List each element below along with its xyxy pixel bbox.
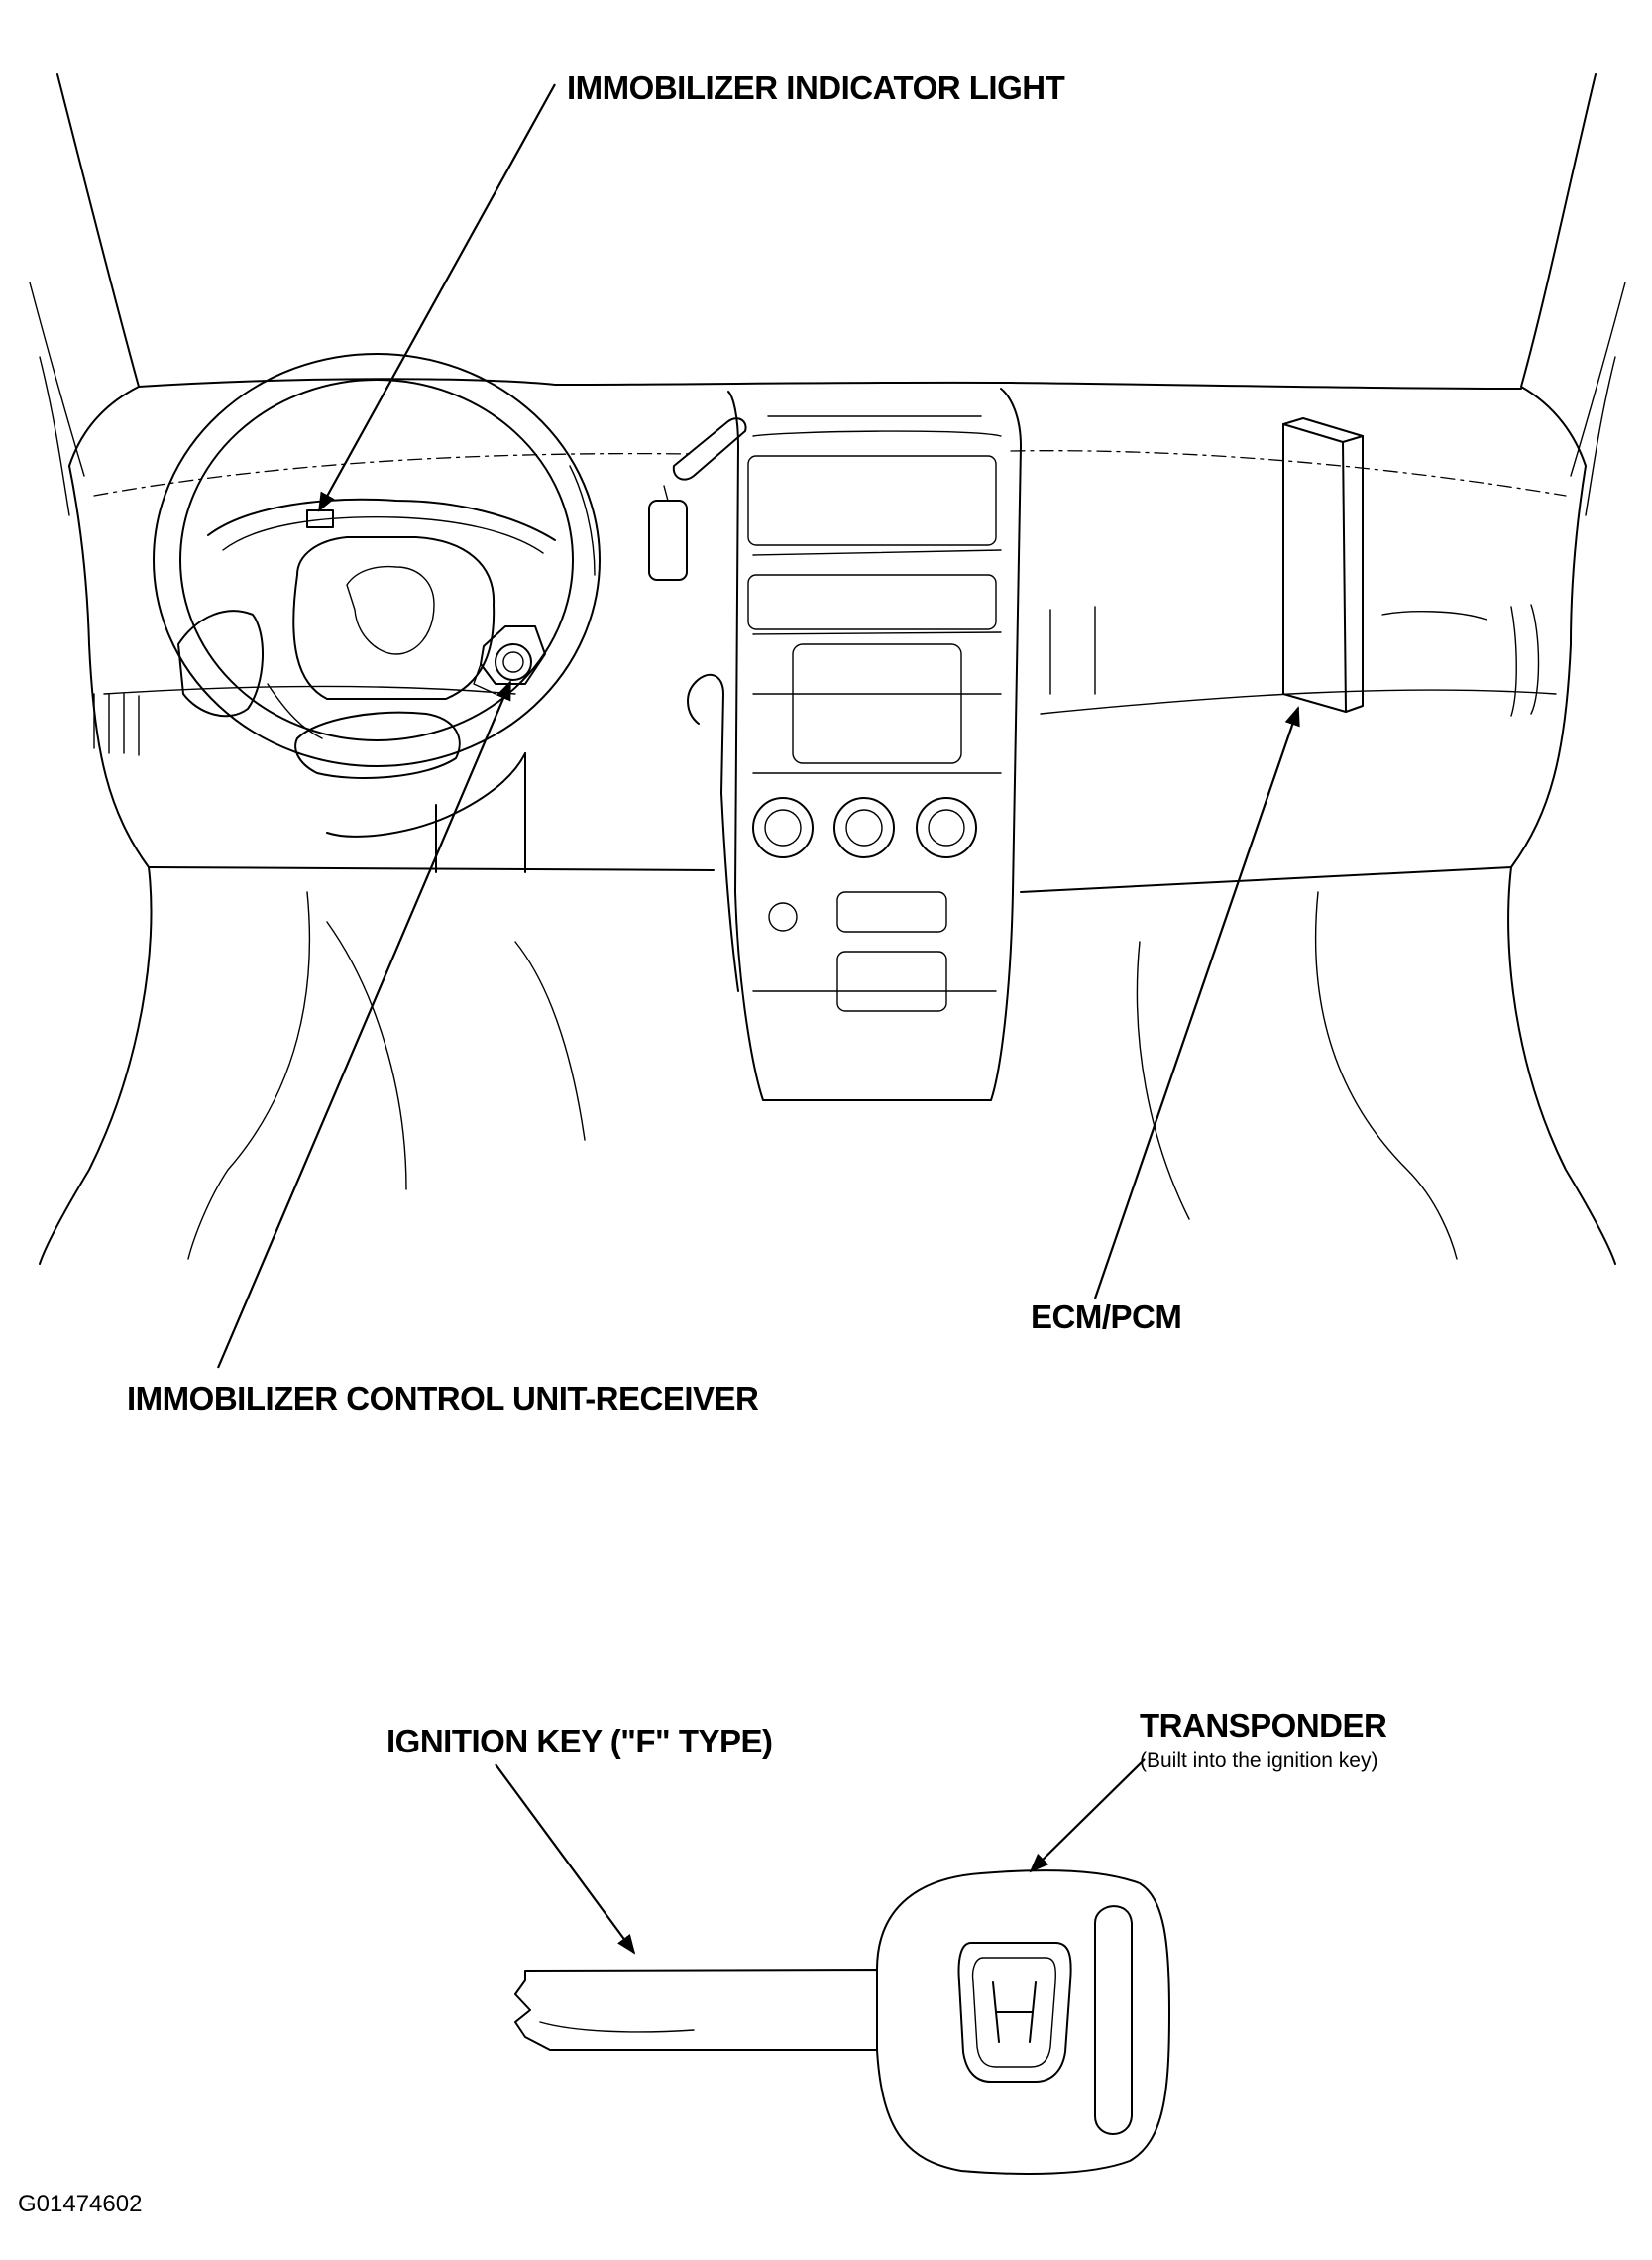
floor-left (39, 866, 586, 1265)
dashboard (68, 378, 1587, 893)
immobilizer-control-unit-receiver-label: IMMOBILIZER CONTROL UNIT-RECEIVER (127, 1380, 759, 1416)
ecm-pcm-box (1282, 417, 1364, 713)
right-a-pillar (1520, 73, 1626, 516)
transponder-note: (Built into the ignition key) (1140, 1750, 1378, 1772)
left-a-pillar (29, 73, 140, 516)
steering-wheel (153, 353, 601, 873)
ignition-key-leader (495, 1763, 636, 1955)
ecm-pcm-label: ECM/PCM (1031, 1299, 1182, 1335)
ignition-switch-receiver (473, 625, 546, 695)
transponder-leader (1029, 1758, 1146, 1873)
figure-id: G01474602 (18, 2191, 143, 2217)
transponder-label: TRANSPONDER (1140, 1707, 1387, 1744)
ignition-key-label: IGNITION KEY ("F" TYPE) (386, 1723, 773, 1759)
ecm-pcm-leader (1093, 706, 1300, 1300)
center-console (648, 388, 1022, 1101)
ignition-key (514, 1869, 1170, 2175)
immobilizer-indicator-light-label: IMMOBILIZER INDICATOR LIGHT (567, 69, 1065, 106)
receiver-leader (216, 680, 512, 1369)
indicator-light-leader (318, 83, 556, 512)
floor-right (1136, 866, 1616, 1265)
